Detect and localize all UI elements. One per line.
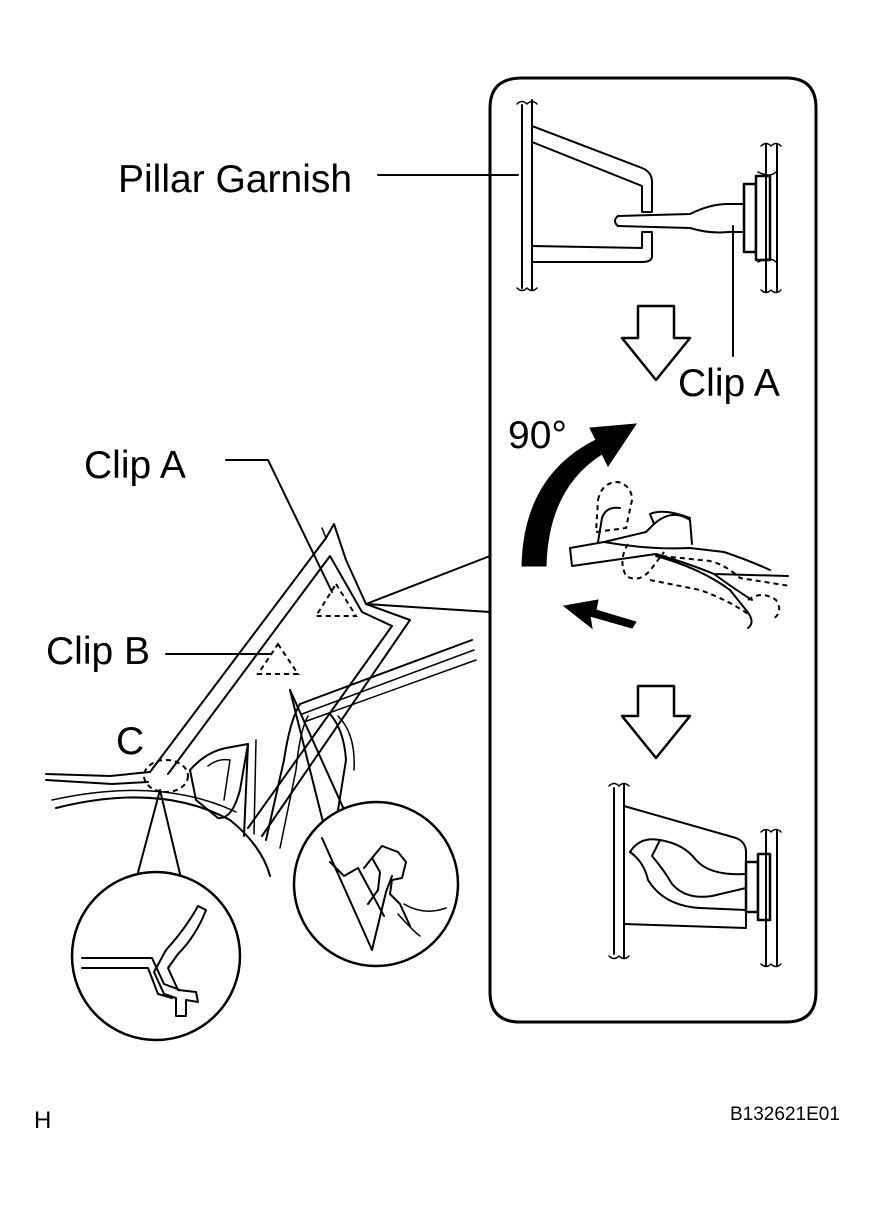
- down-arrow-2: [620, 684, 692, 760]
- clip-b-marker: [256, 642, 300, 675]
- clip-b-detail-circle: [289, 689, 460, 968]
- corner-letter: H: [34, 1107, 51, 1134]
- clip-b-label: Clip B: [46, 630, 150, 673]
- inset-frame: [488, 76, 818, 1024]
- rotation-arrow-icon: [521, 423, 637, 567]
- down-arrow-1: [620, 304, 692, 382]
- vehicle-pillar-view: [45, 523, 477, 877]
- figure-id: B132621E01: [730, 1104, 840, 1125]
- c-detail-circle: [70, 789, 242, 1042]
- clip-a-inset-label: Clip A: [678, 362, 780, 405]
- inset-leader-wedge: [365, 555, 491, 613]
- step3-clip-removed: [608, 782, 782, 968]
- step2-clip-rotating: [569, 480, 791, 629]
- rotation-angle-label: 90°: [508, 414, 567, 457]
- push-arrow-icon: [562, 599, 637, 630]
- pillar-garnish-label: Pillar Garnish: [118, 158, 352, 201]
- clip-a-marker: [314, 582, 358, 617]
- step1-clip-installed: [516, 99, 782, 357]
- c-label: C: [116, 720, 144, 763]
- clip-a-main-leader: [225, 459, 333, 593]
- clip-a-main-label: Clip A: [84, 444, 186, 487]
- c-marker: [143, 759, 189, 793]
